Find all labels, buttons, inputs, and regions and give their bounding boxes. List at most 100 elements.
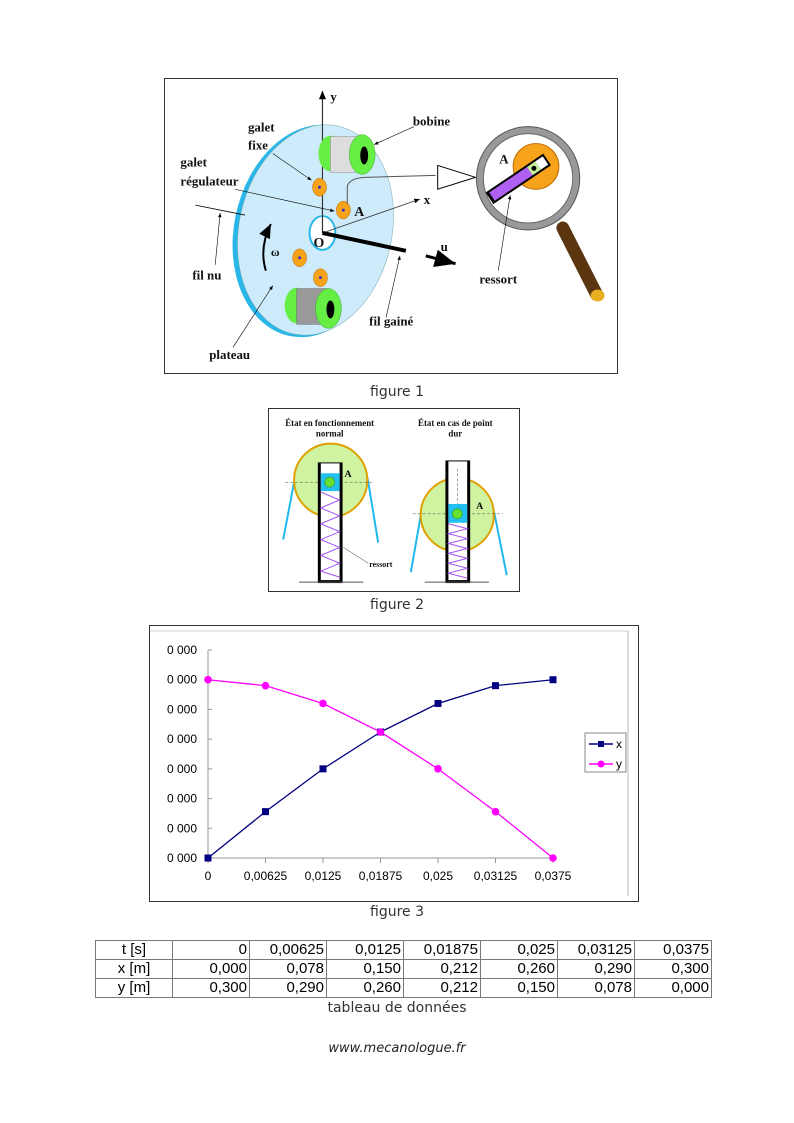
data-point-y xyxy=(491,807,500,816)
cell: 0,290 xyxy=(249,978,327,998)
wire-path xyxy=(346,174,436,205)
data-point-y xyxy=(261,681,270,690)
magnifier-icon xyxy=(475,126,605,302)
label-a-right: A xyxy=(476,501,484,512)
cell: 0,260 xyxy=(326,978,404,998)
state-point-dur xyxy=(409,460,508,584)
cell: 0 xyxy=(172,940,250,960)
legend-label-x: x xyxy=(616,737,622,751)
cell: 0,000 xyxy=(172,959,250,979)
y-tick-label: 0 000 xyxy=(167,821,197,835)
zoom-a-label: A xyxy=(499,151,509,166)
data-point-y xyxy=(549,854,557,862)
right-title-2: dur xyxy=(448,429,462,439)
cell: 0,025 xyxy=(480,940,558,960)
cell: 0,078 xyxy=(249,959,327,979)
fil-gaine xyxy=(322,231,407,253)
series-line-y xyxy=(207,679,554,859)
x-tick-label: 0,0375 xyxy=(535,869,572,883)
u-arrow xyxy=(425,249,456,268)
u-label: u xyxy=(441,239,448,254)
data-point-x xyxy=(319,765,327,773)
footer-url[interactable]: www.mecanologue.fr xyxy=(328,1041,466,1056)
data-point-x xyxy=(204,854,212,862)
data-point-y xyxy=(204,675,212,684)
origin-label: O xyxy=(314,236,325,251)
label-a-left: A xyxy=(345,469,353,480)
figure-2-illustration: État en fonctionnement normal État en ca… xyxy=(282,418,508,584)
data-point-y xyxy=(319,699,327,708)
figure-2: État en fonctionnement normal État en ca… xyxy=(268,408,520,592)
row-header: t [s] xyxy=(95,940,173,960)
cell: 0,150 xyxy=(326,959,404,979)
x-tick-label: 0,025 xyxy=(423,869,453,883)
point-a-label: A xyxy=(354,205,364,220)
legend-label-y: y xyxy=(616,757,622,771)
figure-1-caption: figure 1 xyxy=(370,384,424,400)
table-row-x: x [m] 0,000 0,078 0,150 0,212 0,260 0,29… xyxy=(95,959,712,979)
galet-fixe-label-2: fixe xyxy=(248,138,268,153)
bobine-bottom xyxy=(284,287,342,329)
cell: 0,000 xyxy=(634,978,712,998)
x-tick-label: 0 xyxy=(205,869,212,883)
bobine-label: bobine xyxy=(413,114,451,129)
data-point-x xyxy=(492,682,499,690)
row-header: y [m] xyxy=(95,978,173,998)
data-point-x xyxy=(262,808,269,816)
galet-regulateur-label-1: galet xyxy=(180,154,207,169)
right-title-1: État en cas de point xyxy=(418,418,493,428)
legend-marker-x xyxy=(598,741,604,747)
y-tick-label: 0 000 xyxy=(167,792,197,806)
left-title-1: État en fonctionnement xyxy=(285,418,374,428)
data-table: t [s] 0 0,00625 0,0125 0,01875 0,025 0,0… xyxy=(95,940,712,998)
cell: 0,212 xyxy=(403,978,481,998)
x-axis xyxy=(322,198,420,234)
x-tick-label: 0,01875 xyxy=(359,869,403,883)
cell: 0,0375 xyxy=(634,940,712,960)
cell: 0,260 xyxy=(480,959,558,979)
figure-1-illustration: y x bobine galet fixe galet régulateur A… xyxy=(180,89,605,362)
figure-2-caption: figure 2 xyxy=(370,597,424,613)
y-tick-label: 0 000 xyxy=(167,643,197,657)
zoom-cone xyxy=(437,164,478,190)
table-row-y: y [m] 0,300 0,290 0,260 0,212 0,150 0,07… xyxy=(95,978,712,998)
rotation-arrow xyxy=(259,223,272,271)
fil-nu xyxy=(195,204,246,216)
table-row-t: t [s] 0 0,00625 0,0125 0,01875 0,025 0,0… xyxy=(95,940,712,960)
cell: 0,300 xyxy=(172,978,250,998)
cell: 0,078 xyxy=(557,978,635,998)
cell: 0,150 xyxy=(480,978,558,998)
bobine-top xyxy=(318,134,376,175)
cell: 0,300 xyxy=(634,959,712,979)
figure-1: y x bobine galet fixe galet régulateur A… xyxy=(164,78,618,374)
y-tick-label: 0 000 xyxy=(167,762,197,776)
y-tick-label: 0 000 xyxy=(167,702,197,716)
y-axis-label: y xyxy=(330,89,337,104)
data-point-x xyxy=(434,699,442,707)
galet-regulateur-label-2: régulateur xyxy=(180,173,238,188)
ressort-label: ressort xyxy=(479,272,517,287)
row-header: x [m] xyxy=(95,959,173,979)
x-tick-label: 0,00625 xyxy=(244,869,288,883)
figure-3-caption: figure 3 xyxy=(370,904,424,920)
y-tick-label: 0 000 xyxy=(167,673,197,687)
cell: 0,290 xyxy=(557,959,635,979)
cell: 0,01875 xyxy=(403,940,481,960)
cell: 0,0125 xyxy=(326,940,404,960)
fil-nu-label: fil nu xyxy=(192,268,221,283)
galet-fixe-label-1: galet xyxy=(248,120,275,135)
data-point-x xyxy=(549,676,557,684)
y-tick-label: 0 000 xyxy=(167,851,197,865)
data-point-y xyxy=(434,765,442,773)
x-axis-label: x xyxy=(424,192,431,207)
data-point-y xyxy=(376,728,385,736)
cell: 0,00625 xyxy=(249,940,327,960)
series-line-x xyxy=(207,679,554,859)
fil-gaine-label: fil gainé xyxy=(369,313,413,328)
omega-label: ω xyxy=(271,245,280,259)
legend-marker-y xyxy=(597,760,605,768)
state-normal xyxy=(282,442,380,584)
cell: 0,03125 xyxy=(557,940,635,960)
